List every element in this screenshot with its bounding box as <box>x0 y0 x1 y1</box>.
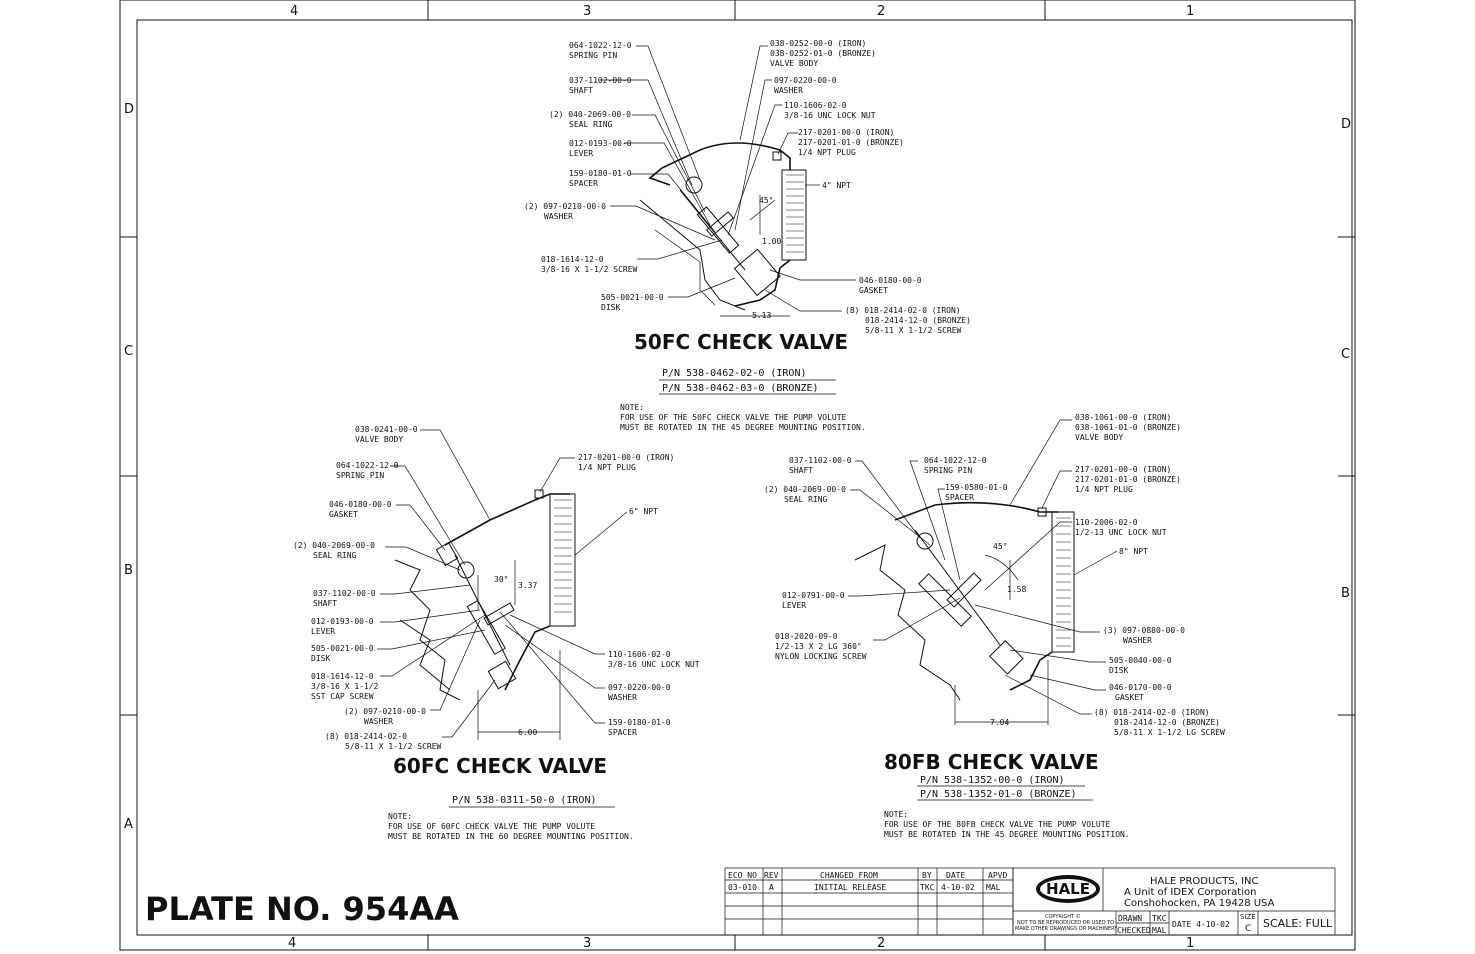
valve-60fc-dim-w: 6.00 <box>518 728 537 737</box>
valve-50fc-angle: 45° <box>759 196 773 205</box>
hale-logo: HALE <box>1036 875 1100 903</box>
valve-60fc-dim-h: 3.37 <box>518 581 537 590</box>
valve-80fb-dim-h: 1.58 <box>1007 585 1026 594</box>
valve-60fc-pn-iron: P/N 538-0311-50-0 (IRON) <box>452 795 597 806</box>
zone-top-3: 3 <box>583 4 591 19</box>
valve-80fb-leaders <box>848 419 1106 715</box>
valve-50fc-pn-iron: P/N 538-0462-02-0 (IRON) <box>662 368 807 379</box>
zone-right-b: B <box>1341 586 1350 601</box>
valve-80fb-pn-iron: P/N 538-1352-00-0 (IRON) <box>920 775 1065 786</box>
zone-right-d: D <box>1341 117 1351 132</box>
valve-80fb-angle: 45° <box>993 542 1007 551</box>
valve-60fc-drawing <box>394 489 576 740</box>
valve-80fb-dim-w: 7.04 <box>990 718 1009 727</box>
drawn-value: TKC <box>1152 914 1167 923</box>
valve-50fc-dim-h: 1.00 <box>762 237 781 246</box>
drawn-label: DRAWN <box>1118 914 1142 923</box>
company-address: Conshohocken, PA 19428 USA <box>1124 898 1275 909</box>
plate-number: PLATE NO. 954AA <box>145 890 459 928</box>
valve-80fb-drawing <box>854 501 1075 725</box>
zone-left-c: C <box>124 344 133 359</box>
zone-bottom-2: 2 <box>877 936 885 951</box>
date-field: DATE 4-10-02 <box>1172 920 1230 929</box>
size-label: SIZE <box>1240 913 1256 921</box>
valve-60fc-right-labels: 217-0201-00-0 (IRON)1/4 NPT PLUG 110-160… <box>578 453 704 737</box>
valve-80fb-title: 80FB CHECK VALVE <box>884 750 1099 774</box>
zone-bottom-3: 3 <box>583 936 591 951</box>
revision-headers: ECO NO REV CHANGED FROM BY DATE APVD <box>728 871 1007 880</box>
valve-60fc-title: 60FC CHECK VALVE <box>393 754 607 778</box>
valve-80fb-npt: 8" NPT <box>1119 547 1148 556</box>
valve-50fc-npt: 4" NPT <box>822 181 851 190</box>
scale-field: SCALE: FULL <box>1263 917 1333 930</box>
valve-50fc-note: NOTE: FOR USE OF THE 50FC CHECK VALVE TH… <box>620 403 866 432</box>
valve-50fc-leaders <box>600 45 856 312</box>
zone-right-c: C <box>1341 347 1350 362</box>
copyright-notice: COPYRIGHT © NOT TO BE REPRODUCED OR USED… <box>1015 913 1118 932</box>
title-block <box>1012 867 1336 936</box>
valve-80fb-note: NOTE: FOR USE OF THE 80FB CHECK VALVE TH… <box>884 810 1130 839</box>
checked-value: MAL <box>1152 926 1167 935</box>
zone-top-1: 1 <box>1186 4 1194 19</box>
valve-60fc-angle: 30° <box>494 575 508 584</box>
zone-ticks <box>120 0 1355 950</box>
valve-50fc-pn-bronze: P/N 538-0462-03-0 (BRONZE) <box>662 383 819 394</box>
zone-left-d: D <box>124 102 134 117</box>
svg-text:HALE: HALE <box>1046 880 1090 898</box>
zone-left-b: B <box>124 563 133 578</box>
zone-top-4: 4 <box>290 4 298 19</box>
valve-50fc-dim-w: 5.13 <box>752 311 771 320</box>
valve-60fc-note: NOTE: FOR USE OF 60FC CHECK VALVE THE PU… <box>388 812 634 841</box>
valve-60fc-npt: 6" NPT <box>629 507 658 516</box>
valve-50fc-drawing <box>639 142 807 317</box>
valve-80fb-right-labels: 038-1061-00-0 (IRON)038-1061-01-0 (BRONZ… <box>1075 413 1225 737</box>
company-name: HALE PRODUCTS, INC <box>1150 876 1259 887</box>
outer-border <box>119 0 1356 951</box>
zone-left-a: A <box>124 817 133 832</box>
checked-label: CHECKED <box>1117 926 1151 935</box>
valve-50fc-title: 50FC CHECK VALVE <box>634 330 848 354</box>
zone-bottom-4: 4 <box>288 936 296 951</box>
size-value: C <box>1245 924 1251 934</box>
zone-bottom-1: 1 <box>1186 936 1194 951</box>
zone-top-2: 2 <box>877 4 885 19</box>
valve-60fc-leaders <box>377 429 605 738</box>
valve-80fb-pn-bronze: P/N 538-1352-01-0 (BRONZE) <box>920 789 1077 800</box>
company-subsidiary: A Unit of IDEX Corporation <box>1124 887 1256 898</box>
revision-row: 03-010 A INITIAL RELEASE TKC 4-10-02 MAL <box>728 883 1001 892</box>
valve-50fc-right-labels: 038-0252-00-0 (IRON)038-0252-01-0 (BRONZ… <box>770 39 971 335</box>
